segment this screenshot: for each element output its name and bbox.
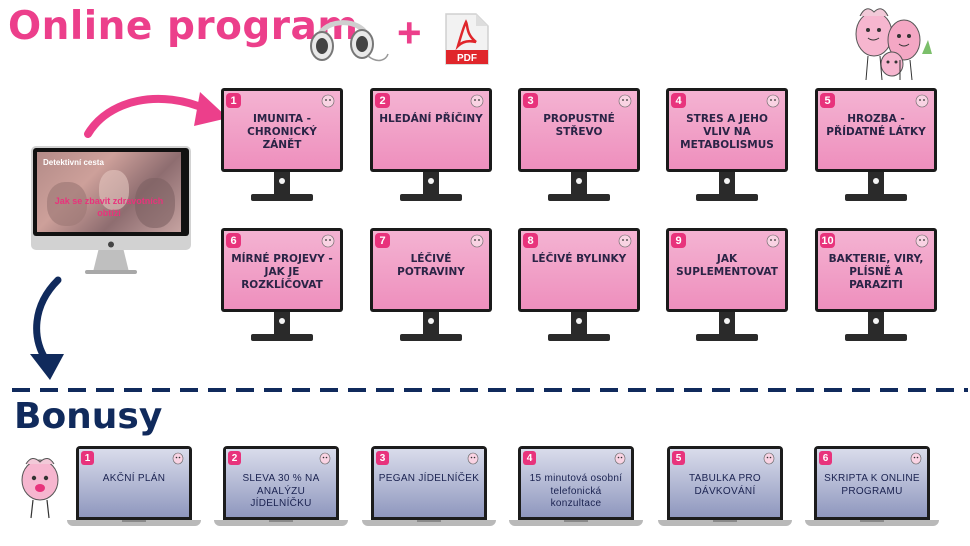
mascot-mini-icon [910, 452, 922, 465]
imac-top-text: Detektivní cesta [43, 158, 104, 167]
mascot-mini-icon [470, 94, 484, 108]
module-number: 4 [671, 93, 686, 108]
bonus-title-text: SKRIPTA K ONLINE PROGRAMU [824, 473, 920, 497]
module-title: IMUNITA - CHRONICKÝ ZÁNĚT [247, 113, 317, 152]
apple-logo-icon [108, 241, 114, 248]
mascot-mini-icon [172, 452, 184, 465]
imac-screen: Detektivní cesta Jak se zbavit zdravotní… [37, 152, 181, 232]
module-title: HROZBA - PŘÍDATNÉ LÁTKY [826, 113, 926, 139]
bonus-laptop[interactable]: 4 15 minutová osobní telefonická konzulta… [509, 446, 643, 530]
imac-bottom-text: Jak se zbavit zdravotních obtíží [54, 196, 164, 218]
module-number: 3 [523, 93, 538, 108]
module-title: BAKTERIE, VIRY, PLÍSNĚ A PARAZITI [828, 253, 924, 292]
module-number: 5 [820, 93, 835, 108]
bonus-title-text: SLEVA 30 % NA ANALÝZU JÍDELNÍČKU [242, 473, 320, 509]
mascot-icon [21, 458, 59, 519]
mascot-mini-icon [467, 452, 479, 465]
bonus-number: 6 [819, 451, 832, 465]
module-title: MÍRNÉ PROJEVY - JAK JE ROZKLÍČOVAT [231, 253, 333, 292]
mascot-mini-icon [915, 94, 929, 108]
bonus-title-text: 15 minutová osobní telefonická konzultac… [529, 473, 623, 509]
mascot-mini-icon [766, 234, 780, 248]
mascot-mini-icon [470, 234, 484, 248]
module-number: 8 [523, 233, 538, 248]
bonus-title-text: AKČNÍ PLÁN [102, 473, 166, 484]
headphones-icon [310, 20, 389, 62]
mascot-mini-icon [763, 452, 775, 465]
module-title: LÉČIVÉ POTRAVINY [397, 253, 465, 279]
imac-course-preview: Detektivní cesta Jak se zbavit zdravotní… [31, 146, 191, 279]
bonus-title-text: PEGAN JÍDELNÍČEK [378, 473, 480, 484]
mascot-mini-icon [618, 94, 632, 108]
module-number: 1 [226, 93, 241, 108]
plus-sign: + [397, 9, 422, 56]
bonus-number: 1 [81, 451, 94, 465]
module-number: 7 [375, 233, 390, 248]
module-title: LÉČIVÉ BYLINKY [531, 253, 627, 265]
bonus-number: 5 [672, 451, 685, 465]
module-number: 9 [671, 233, 686, 248]
mascot-family-icon [855, 8, 932, 81]
mascot-mini-icon [319, 452, 331, 465]
bonus-number: 4 [523, 451, 536, 465]
mascot-mini-icon [766, 94, 780, 108]
mascot-mini-icon [915, 234, 929, 248]
arrow-down-icon [30, 276, 64, 380]
module-title: HLEDÁNÍ PŘÍČINY [379, 113, 483, 125]
bonus-title: Bonusy [14, 396, 163, 437]
module-number: 6 [226, 233, 241, 248]
bonus-title-text: TABULKA PRO DÁVKOVÁNÍ [688, 473, 762, 497]
module-title: JAK SUPLEMENTOVAT [676, 253, 778, 279]
module-title: PROPUSTNÉ STŘEVO [543, 113, 615, 139]
bonus-number: 2 [228, 451, 241, 465]
mascot-mini-icon [614, 452, 626, 465]
module-number: 10 [820, 233, 835, 248]
mascot-mini-icon [321, 94, 335, 108]
module-title: STRES A JEHO VLIV NA METABOLISMUS [680, 113, 774, 152]
arrow-right-icon [84, 92, 228, 138]
pdf-icon: PDF [445, 13, 489, 65]
pdf-label: PDF [457, 53, 477, 64]
page-title: Online program [8, 4, 359, 49]
bonus-number: 3 [376, 451, 389, 465]
section-divider [12, 388, 968, 392]
mascot-mini-icon [618, 234, 632, 248]
module-number: 2 [375, 93, 390, 108]
mascot-mini-icon [321, 234, 335, 248]
